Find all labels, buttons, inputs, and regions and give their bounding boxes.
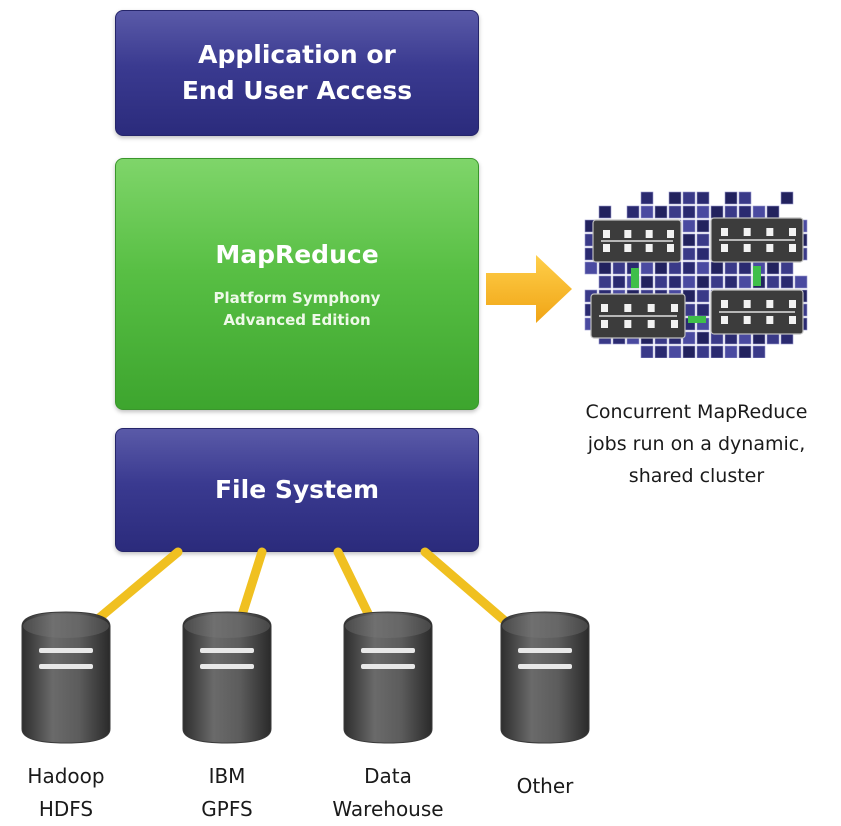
database-body bbox=[500, 611, 590, 744]
cluster-caption: Concurrent MapReduce jobs run on a dynam… bbox=[552, 396, 841, 492]
storage-label-hdfs-line-2: HDFS bbox=[38, 797, 94, 821]
storage-label-gpfs-line-1: IBM bbox=[208, 764, 246, 788]
database-hdfs-icon bbox=[21, 611, 111, 744]
database-slot bbox=[361, 664, 415, 669]
application-layer-line-1: Application or bbox=[198, 40, 396, 69]
cluster-caption-line-1: Concurrent MapReduce bbox=[585, 401, 808, 423]
database-body bbox=[182, 611, 272, 744]
storage-label-hdfs-line-1: Hadoop bbox=[27, 764, 105, 788]
cluster-caption-line-3: shared cluster bbox=[628, 465, 765, 487]
mapreduce-layer-box: MapReduce Platform Symphony Advanced Edi… bbox=[115, 158, 479, 410]
application-layer-box: Application or End User Access bbox=[115, 10, 479, 136]
mapreduce-subtitle-line-1: Platform Symphony bbox=[213, 289, 381, 307]
database-slot bbox=[200, 648, 254, 653]
storage-label-other-line-1: Other bbox=[516, 774, 574, 798]
storage-label-hdfs: Hadoop HDFS bbox=[0, 760, 146, 826]
database-warehouse-icon bbox=[343, 611, 433, 744]
mapreduce-title: MapReduce bbox=[215, 240, 379, 269]
database-slot bbox=[361, 648, 415, 653]
file-system-title: File System bbox=[214, 475, 379, 504]
cluster-grid-icon bbox=[584, 191, 808, 358]
application-layer-line-2: End User Access bbox=[181, 76, 413, 105]
database-slot bbox=[39, 664, 93, 669]
database-other-icon bbox=[500, 611, 590, 744]
storage-label-warehouse-line-1: Data bbox=[364, 764, 412, 788]
arrow-right-icon bbox=[486, 255, 572, 323]
storage-label-gpfs-line-2: GPFS bbox=[201, 797, 253, 821]
storage-label-other: Other bbox=[465, 770, 625, 803]
file-system-layer-box: File System bbox=[115, 428, 479, 552]
mapreduce-subtitle-line-2: Advanced Edition bbox=[223, 311, 371, 329]
database-slot bbox=[518, 648, 572, 653]
database-slot bbox=[39, 648, 93, 653]
storage-label-warehouse-line-2: Warehouse bbox=[332, 797, 444, 821]
cluster-caption-line-2: jobs run on a dynamic, bbox=[587, 433, 806, 455]
database-slot bbox=[200, 664, 254, 669]
database-body bbox=[343, 611, 433, 744]
database-gpfs-icon bbox=[182, 611, 272, 744]
database-slot bbox=[518, 664, 572, 669]
storage-label-gpfs: IBM GPFS bbox=[147, 760, 307, 826]
database-body bbox=[21, 611, 111, 744]
storage-label-warehouse: Data Warehouse bbox=[308, 760, 468, 826]
